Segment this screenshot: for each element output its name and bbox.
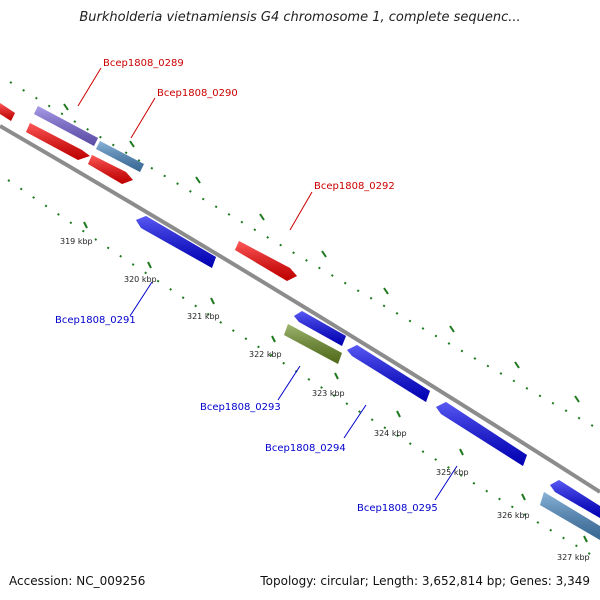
map-title: Burkholderia vietnamiensis G4 chromosome… [79, 10, 521, 25]
kbp-label-326: 326 kbp [497, 511, 530, 520]
gene-label-0289[interactable]: Bcep1808_0289 [103, 58, 184, 69]
gene-label-0293[interactable]: Bcep1808_0293 [200, 402, 281, 413]
accession-text: Accession: NC_009256 [9, 574, 146, 588]
gene-bcep1808-0289[interactable] [34, 106, 98, 146]
outer-major-ticks [63, 103, 580, 403]
inner-major-ticks [83, 221, 588, 543]
gene-label-0290[interactable]: Bcep1808_0290 [157, 88, 238, 99]
gene-blue-right-edge[interactable] [550, 480, 600, 518]
minus-label-leaders [129, 281, 458, 501]
gene-red-upper-1[interactable] [26, 123, 90, 160]
gene-label-0294[interactable]: Bcep1808_0294 [265, 443, 346, 454]
gene-bcep1808-0290[interactable] [96, 141, 144, 172]
kbp-label-319: 319 kbp [60, 237, 93, 246]
plus-label-leaders [77, 67, 313, 231]
gene-label-0291[interactable]: Bcep1808_0291 [55, 315, 136, 326]
gene-red-upper-2[interactable] [88, 155, 133, 184]
kbp-label-321: 321 kbp [187, 312, 220, 321]
kbp-label-324: 324 kbp [374, 429, 407, 438]
gene-red-left-edge[interactable] [0, 103, 15, 121]
gene-bcep1808-0293[interactable] [284, 324, 342, 364]
inner-dotted-track [7, 179, 600, 561]
gene-bcep1808-0292[interactable] [235, 241, 297, 281]
gene-bcep1808-0291[interactable] [136, 216, 216, 268]
kbp-label-323: 323 kbp [312, 389, 345, 398]
outer-dotted-track [9, 81, 600, 431]
topology-text: Topology: circular; Length: 3,652,814 bp… [260, 574, 590, 588]
gene-bcep1808-0295[interactable] [436, 402, 527, 466]
kbp-label-322: 322 kbp [249, 350, 282, 359]
gene-steel-right-edge[interactable] [540, 492, 600, 540]
gene-label-0292[interactable]: Bcep1808_0292 [314, 181, 395, 192]
gene-blue-minus-a[interactable] [294, 311, 346, 346]
gene-label-0295[interactable]: Bcep1808_0295 [357, 503, 438, 514]
kbp-label-327: 327 kbp [557, 553, 590, 562]
kbp-label-320: 320 kbp [124, 275, 157, 284]
chromosome-backbone [0, 124, 600, 494]
gene-bcep1808-0294[interactable] [347, 345, 430, 402]
kbp-label-325: 325 kbp [436, 468, 469, 477]
